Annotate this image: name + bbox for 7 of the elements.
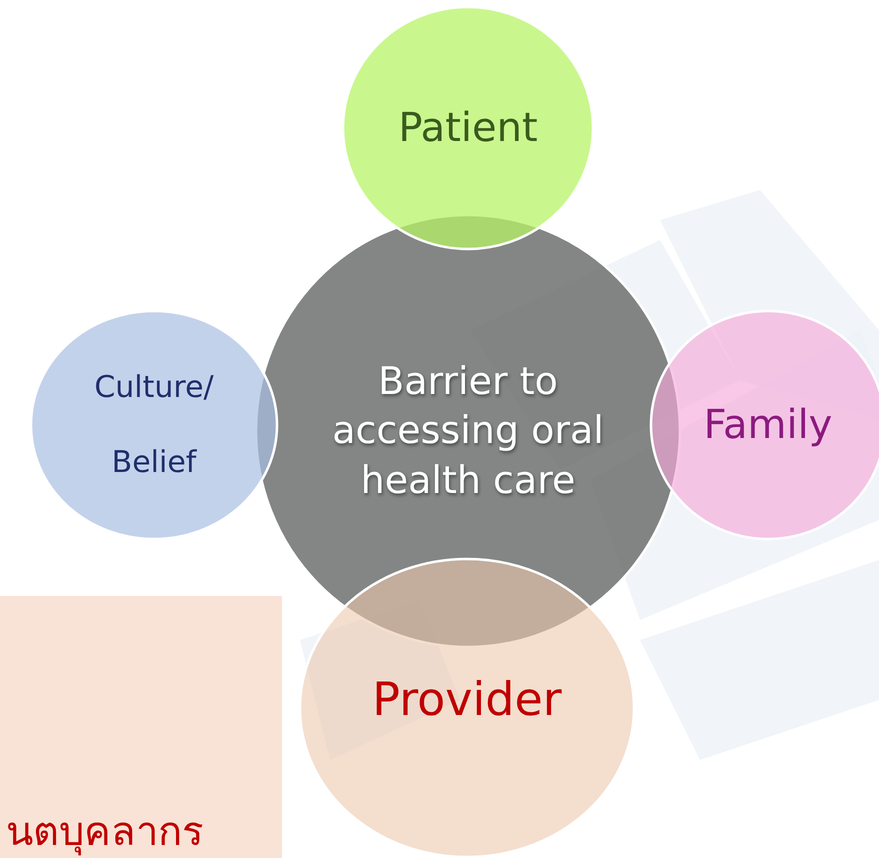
circle-label: Culture/ Belief <box>93 369 215 482</box>
panel-text: นตบุคลากร <box>6 810 203 854</box>
text-panel <box>0 596 282 858</box>
circle-label: Provider <box>371 671 563 728</box>
circle-label: Barrier to accessing oral health care <box>331 358 605 504</box>
circle-label: Patient <box>397 104 539 153</box>
circle-label: Family <box>702 401 834 450</box>
